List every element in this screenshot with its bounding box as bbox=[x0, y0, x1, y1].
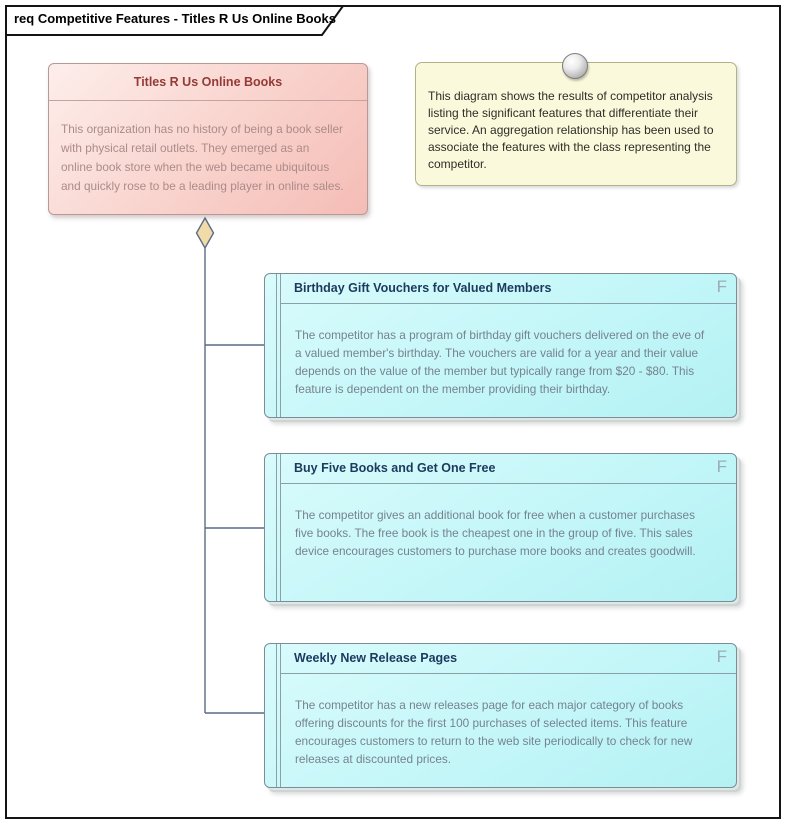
feature-flag-indicator: F bbox=[716, 457, 727, 476]
diagram-note[interactable]: This diagram shows the results of compet… bbox=[415, 62, 737, 186]
class-description: This organization has no history of bein… bbox=[61, 122, 344, 193]
requirement-description: The competitor has a new releases page f… bbox=[295, 698, 693, 766]
requirement-strip-line bbox=[276, 274, 277, 417]
frame-tab bbox=[5, 5, 345, 36]
requirement-title: Birthday Gift Vouchers for Valued Member… bbox=[281, 274, 736, 304]
note-pin-icon bbox=[562, 53, 588, 79]
requirement-strip-line bbox=[280, 644, 281, 787]
requirement-title: Weekly New Release Pages bbox=[281, 644, 736, 674]
aggregation-diamond-icon bbox=[195, 216, 215, 250]
requirement-description: The competitor has a program of birthday… bbox=[295, 328, 705, 396]
requirement-description: The competitor gives an additional book … bbox=[295, 508, 696, 558]
diagram-frame bbox=[5, 5, 781, 819]
frame-title: req Competitive Features - Titles R Us O… bbox=[14, 11, 336, 26]
requirement-strip-line bbox=[276, 454, 277, 601]
class-titles-r-us-online-books[interactable]: Titles R Us Online Books This organizati… bbox=[48, 63, 368, 215]
feature-flag-indicator: F bbox=[716, 277, 727, 296]
requirement-birthday-gift-vouchers[interactable]: Birthday Gift Vouchers for Valued Member… bbox=[264, 273, 737, 418]
requirement-strip-line bbox=[276, 644, 277, 787]
requirement-strip-line bbox=[280, 454, 281, 601]
requirement-buy-five-books[interactable]: Buy Five Books and Get One Free F The co… bbox=[264, 453, 737, 602]
requirement-strip-line bbox=[280, 274, 281, 417]
note-text: This diagram shows the results of compet… bbox=[428, 89, 714, 171]
requirement-weekly-new-releases[interactable]: Weekly New Release Pages F The competito… bbox=[264, 643, 737, 788]
class-title: Titles R Us Online Books bbox=[49, 64, 367, 101]
feature-flag-indicator: F bbox=[716, 647, 727, 666]
requirement-title: Buy Five Books and Get One Free bbox=[281, 454, 736, 484]
